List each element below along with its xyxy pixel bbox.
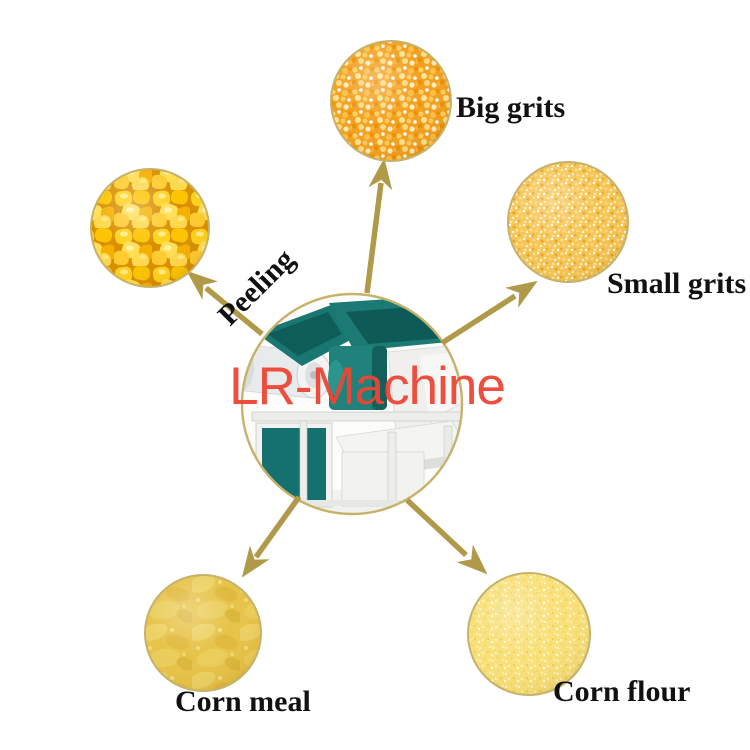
small-grits-photo: [507, 161, 629, 283]
arrow-to-corn-flour-icon: [405, 497, 496, 584]
corn-flour-label: Corn flour: [553, 675, 691, 708]
arrow-to-small-grits-icon: [440, 270, 545, 346]
big-grits-label: Big grits: [456, 91, 565, 124]
corn-meal-photo: [144, 574, 262, 692]
arrow-to-corn-kernels-icon: [178, 261, 264, 337]
corn-kernels-photo: [90, 168, 210, 288]
watermark-text: LR-Machine: [229, 357, 505, 416]
corn-flour-photo: [467, 572, 591, 696]
big-grits-photo: [330, 40, 452, 162]
arrow-to-corn-meal-icon: [232, 495, 302, 585]
small-grits-label: Small grits: [607, 267, 746, 300]
arrow-to-big-grits-icon: [364, 156, 397, 294]
corn-meal-label: Corn meal: [175, 685, 311, 718]
machine-circle-border: [240, 292, 464, 516]
